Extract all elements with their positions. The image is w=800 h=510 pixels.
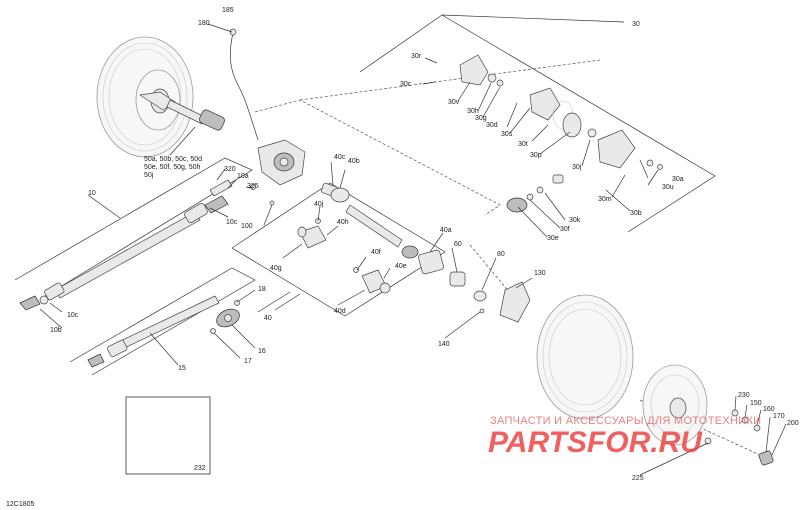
drive-shaft-40	[320, 182, 444, 275]
watermark-logo: PARTSFOR.RU	[488, 426, 703, 459]
callout-140: 140	[438, 341, 450, 348]
callout-30s: 30s	[501, 131, 513, 138]
yoke-hardware-320-325	[209, 179, 275, 206]
callout-30p: 30p	[530, 152, 542, 159]
vent-hose-180	[229, 28, 259, 141]
inset-label-232: 232	[194, 465, 206, 472]
callout-325: 325	[247, 183, 259, 190]
callout-30v: 30v	[448, 99, 460, 106]
boot-kit-40d	[353, 267, 391, 294]
callout-225: 225	[632, 475, 644, 482]
callout-30b: 30b	[630, 210, 642, 217]
group-outline-10	[14, 157, 253, 299]
callout-40h: 40h	[337, 219, 349, 226]
inset-box-232	[125, 396, 211, 475]
prop-shaft-15	[87, 295, 240, 368]
callout-30k: 30k	[569, 217, 581, 224]
callout-40: 40	[264, 315, 272, 322]
callout-150: 150	[750, 400, 762, 407]
callout-30g: 30g	[475, 115, 487, 122]
callout-40f: 40f	[371, 249, 381, 256]
callout-50-line3: 50j	[144, 172, 154, 179]
callout-40a: 40a	[440, 227, 452, 234]
callout-40e: 40e	[395, 263, 407, 270]
callout-30f: 30f	[560, 226, 570, 233]
callout-30r: 30r	[411, 53, 422, 60]
callout-40d: 40d	[334, 308, 346, 315]
callout-60: 60	[454, 241, 462, 248]
callout-30a: 30a	[672, 176, 684, 183]
callout-30c: 30c	[400, 81, 412, 88]
callout-30d: 30d	[486, 122, 498, 129]
watermark-text: ЗАПЧАСТИ И АКСЕССУАРЫ ДЛЯ МОТОТЕХНИКИ	[490, 415, 761, 427]
callout-80: 80	[497, 251, 505, 258]
callout-10c-lower: 10c	[67, 312, 79, 319]
diagram-id: 12C1805	[6, 501, 35, 508]
callout-18: 18	[258, 286, 266, 293]
callout-17: 17	[244, 358, 252, 365]
front-differential-housing	[257, 139, 306, 186]
callout-230: 230	[738, 392, 750, 399]
group-outline-15	[69, 267, 256, 376]
callout-40c: 40c	[334, 154, 346, 161]
callout-130: 130	[534, 270, 546, 277]
callout-30h: 30h	[467, 108, 479, 115]
cv-drive-shaft-50	[139, 91, 225, 131]
callout-30m: 30m	[598, 196, 612, 203]
wheel-nut-hardware	[704, 409, 774, 466]
group-outline-40	[231, 182, 446, 317]
callout-40g: 40g	[270, 265, 282, 272]
callout-160: 160	[763, 406, 775, 413]
boot-kit-40g	[297, 218, 327, 249]
callout-10c-upper: 10c	[226, 219, 238, 226]
callout-40j: 40j	[314, 201, 324, 208]
callout-50-line2: 50e, 50f, 50g, 50h	[144, 164, 201, 171]
callout-30j: 30j	[572, 164, 582, 171]
hub-bearing-group	[449, 271, 531, 323]
group-outline-30	[359, 14, 716, 233]
callout-30t: 30t	[518, 141, 528, 148]
callout-30u: 30u	[662, 184, 674, 191]
callout-40b: 40b	[348, 158, 360, 165]
callout-30: 30	[632, 21, 640, 28]
watermark: ЗАПЧАСТИ И АКСЕССУАРЫ ДЛЯ МОТОТЕХНИКИ PA…	[488, 415, 761, 459]
callout-50-line1: 50a, 50b, 50c, 50d	[144, 156, 202, 163]
callout-200: 200	[787, 420, 799, 427]
callout-170: 170	[773, 413, 785, 420]
callout-180: 180	[198, 20, 210, 27]
callout-15: 15	[178, 365, 186, 372]
callout-10a: 10a	[237, 173, 249, 180]
callout-30e: 30e	[547, 235, 559, 242]
prop-shaft-10	[19, 195, 229, 311]
callout-100: 100	[241, 223, 253, 230]
leader-lines	[39, 23, 787, 476]
rear-gearcase-30	[459, 54, 663, 213]
callout-185: 185	[222, 7, 234, 14]
callout-16: 16	[258, 348, 266, 355]
rear-right-tire	[536, 294, 708, 446]
callout-labels: 185 180 30 30r 30c 30v 30h 30g 30d 30s 3…	[50, 7, 799, 482]
callout-10b: 10b	[50, 327, 62, 334]
callout-10: 10	[88, 190, 96, 197]
callout-320: 320	[224, 166, 236, 173]
